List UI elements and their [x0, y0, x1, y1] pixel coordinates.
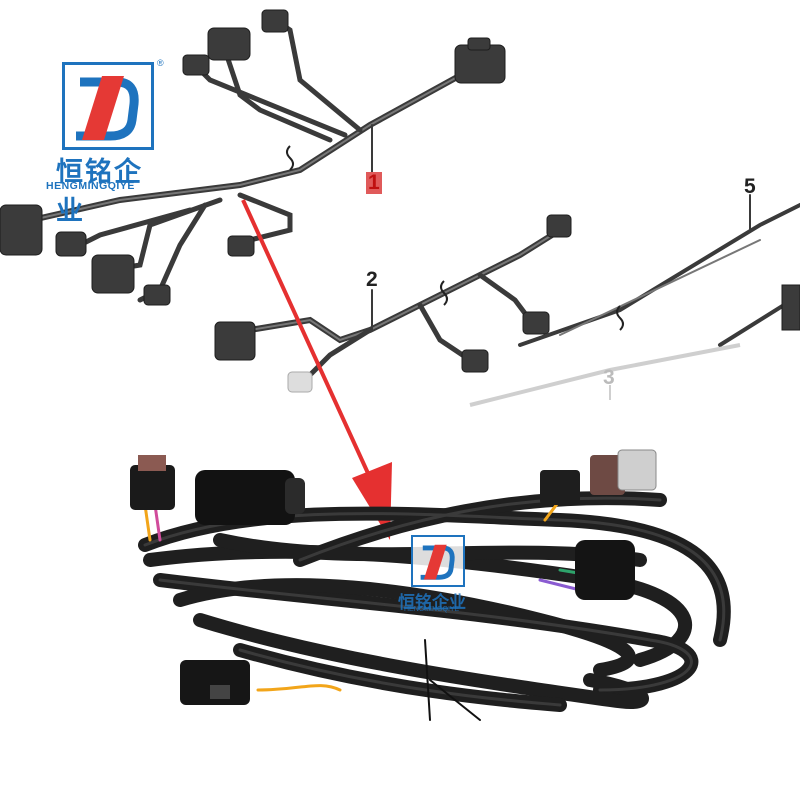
diagram-connectors-2	[214, 214, 572, 393]
callout-2: 2	[366, 268, 378, 291]
watermark-name-chinese: 恒铭企业	[398, 593, 466, 613]
watermark-name-english: HENGMINGQIYE	[404, 606, 460, 613]
diagram-harness-3-faded	[469, 343, 741, 407]
brand-name-chinese: 恒铭企业	[56, 157, 143, 227]
break-marks	[286, 145, 624, 331]
callout-5: 5	[744, 175, 756, 198]
brand-logo-symbol	[76, 76, 139, 141]
watermark-logo-frame	[411, 535, 465, 587]
diagram-connectors-1	[0, 9, 506, 306]
callout-3: 3	[603, 366, 615, 389]
harness-photo	[138, 491, 731, 721]
diagram-harness-5	[518, 194, 800, 347]
callout-1: 1	[366, 171, 382, 194]
brand-name-english: HENGMINGQIYE	[46, 180, 135, 192]
diagram-harness-1	[7, 17, 473, 303]
harness-photo-connectors	[130, 449, 657, 705]
diagram-harness-2	[247, 227, 563, 388]
watermark-logo-symbol	[420, 544, 455, 580]
registered-mark: ®	[157, 58, 164, 68]
